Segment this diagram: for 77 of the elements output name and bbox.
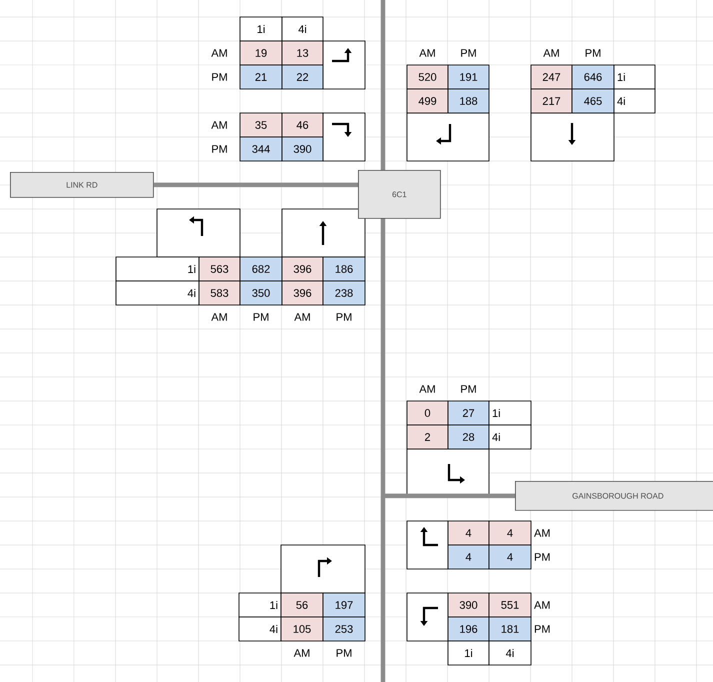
table-cell: 1i (240, 16, 282, 42)
table-cell: 682 (240, 256, 282, 282)
table-cell: 396 (282, 256, 324, 282)
table-cell: 390 (282, 136, 324, 162)
period-label: AM (419, 49, 435, 57)
table-cell: 196 (448, 616, 490, 642)
road-line (154, 182, 358, 188)
period-label: AM (211, 49, 227, 57)
period-label: AM (534, 529, 550, 537)
period-label: AM (294, 313, 310, 321)
table-cell: 646 (572, 64, 614, 90)
road-name-box: GAINSBOROUGH ROAD (515, 480, 713, 511)
road-line (383, 494, 515, 498)
period-label: PM (254, 313, 268, 321)
table-cell: 238 (322, 280, 366, 306)
road-name-box: LINK RD (10, 172, 154, 198)
table-cell: 520 (406, 64, 448, 90)
table-cell: 563 (198, 256, 240, 282)
table-cell: 191 (448, 64, 490, 90)
table-cell: 344 (240, 136, 282, 162)
period-label: PM (212, 73, 227, 81)
table-cell: 4 (448, 544, 490, 570)
table-cell: 1i (116, 256, 200, 282)
period-label: PM (534, 625, 550, 633)
table-cell: 4i (488, 424, 532, 450)
table-cell: 56 (280, 592, 324, 618)
period-label: PM (336, 649, 352, 657)
table-cell: 4 (448, 520, 490, 546)
table-cell: 21 (240, 64, 282, 90)
period-label: AM (211, 121, 227, 129)
table-cell: 4i (488, 640, 532, 666)
period-label: PM (586, 49, 600, 57)
table-cell: 105 (280, 616, 324, 642)
table-cell: 253 (322, 616, 366, 642)
period-label: AM (543, 49, 559, 57)
period-label: AM (534, 601, 550, 609)
table-cell: 350 (240, 280, 282, 306)
period-label: AM (211, 313, 227, 321)
table-cell: 28 (448, 424, 490, 450)
table-cell: 465 (572, 88, 614, 114)
table-cell: 396 (282, 280, 324, 306)
period-label: PM (336, 313, 352, 321)
road-name-box: 6C1 (358, 170, 441, 219)
table-cell: 19 (240, 40, 282, 66)
table-cell: 4i (238, 616, 282, 642)
period-label: PM (461, 385, 476, 393)
table-cell: 1i (448, 640, 490, 666)
table-cell: 390 (448, 592, 490, 618)
period-label: PM (534, 553, 550, 561)
table-cell: 188 (448, 88, 490, 114)
period-label: PM (212, 145, 227, 153)
table-cell: 4 (488, 520, 532, 546)
period-label: AM (294, 649, 310, 657)
table-cell: 22 (282, 64, 324, 90)
table-cell: 181 (488, 616, 532, 642)
period-label: AM (419, 385, 435, 393)
table-cell: 247 (530, 64, 572, 90)
table-cell: 1i (238, 592, 282, 618)
table-cell: 2 (406, 424, 448, 450)
table-cell: 13 (282, 40, 324, 66)
table-cell: 4i (614, 88, 656, 114)
table-cell: 499 (406, 88, 448, 114)
table-cell: 46 (282, 112, 324, 138)
table-cell: 583 (198, 280, 240, 306)
table-cell: 1i (488, 400, 532, 426)
table-cell: 4i (116, 280, 200, 306)
period-label: PM (461, 49, 476, 57)
table-cell: 551 (488, 592, 532, 618)
table-cell: 197 (322, 592, 366, 618)
table-cell: 35 (240, 112, 282, 138)
table-cell: 186 (322, 256, 366, 282)
table-cell: 4i (282, 16, 324, 42)
table-cell: 27 (448, 400, 490, 426)
table-cell: 4 (488, 544, 532, 570)
table-cell: 1i (614, 64, 656, 90)
table-cell: 0 (406, 400, 448, 426)
table-cell: 217 (530, 88, 572, 114)
